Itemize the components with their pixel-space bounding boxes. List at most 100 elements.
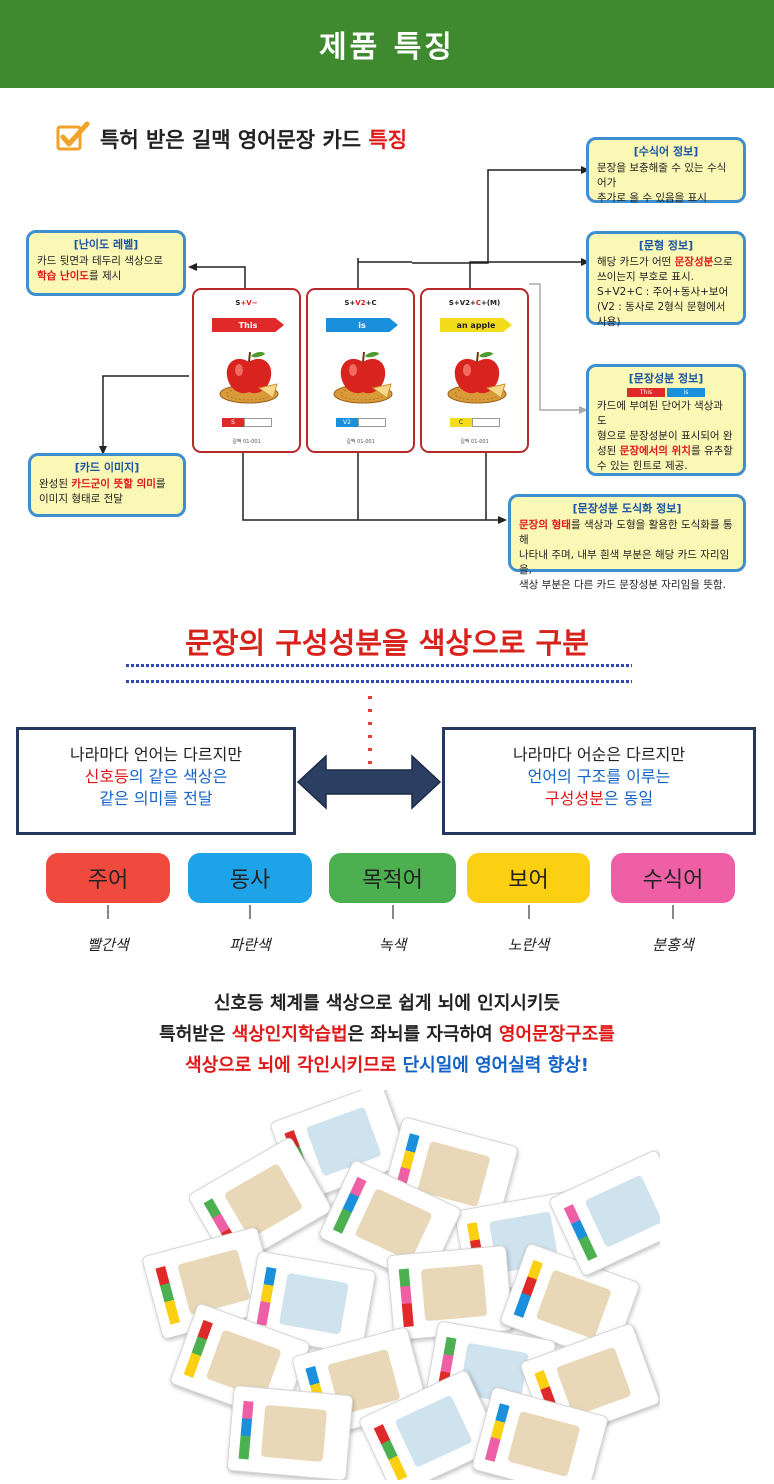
component-strip: C xyxy=(450,418,500,427)
pile-card-illustration xyxy=(260,1404,328,1462)
callout-pattern: [문형 정보] 해당 카드가 어떤 문장성분으로 쓰이는지 부호로 표시. S+… xyxy=(586,231,746,328)
callout-title: [문장성분 도식화 정보] xyxy=(572,502,682,515)
callout-text: 쓰이는지 부호로 표시. xyxy=(597,271,694,283)
card-formula: S+V2+C xyxy=(308,299,413,307)
pile-card-illustration xyxy=(420,1264,488,1322)
pile-card xyxy=(226,1384,354,1480)
callout-text: 수 있는 힌트로 제공. xyxy=(597,460,688,472)
callout-text: 추가로 올 수 있음을 표시 xyxy=(597,192,707,204)
callout-text: 를 xyxy=(155,478,166,490)
sentence-card: S+V2+C+(M) an apple C 길맥 01-001 xyxy=(420,288,529,453)
callout-modifier: [수식어 정보] 문장을 보충해줄 수 있는 수식어가 추가로 올 수 있음을 … xyxy=(586,137,746,204)
double-arrow-icon xyxy=(296,754,442,810)
pill-connector xyxy=(391,905,394,919)
callout-diagram: [문장성분 도식화 정보] 문장의 형태를 색상과 도형을 활용한 도식화를 통… xyxy=(508,494,746,591)
dotted-divider xyxy=(368,696,372,764)
callout-component: [문장성분 정보] This is 카드에 부여된 단어가 색상과 도 형으로 … xyxy=(586,364,746,476)
apple-icon xyxy=(447,351,507,404)
pile-card-illustration xyxy=(354,1188,433,1262)
word-ribbon: is xyxy=(326,318,398,332)
pile-card-strip xyxy=(238,1400,254,1460)
callout-highlight: 문장에서의 위치 xyxy=(619,445,691,457)
callout-text: 문장의 형태를 색상과 도형을 활용한 도식화를 통해 xyxy=(519,518,735,548)
strip-color xyxy=(358,418,386,427)
summary-highlight: 단시일에 영어실력 향상! xyxy=(402,1055,589,1076)
formula-part: C xyxy=(475,299,481,307)
box-line: 같은 의미를 전달 xyxy=(99,789,213,808)
feature-title-highlight: 특징 xyxy=(368,128,408,152)
callout-text: 이미지 형태로 전달 xyxy=(39,493,123,505)
component-pill: 목적어 xyxy=(329,853,456,903)
pile-card-illustration xyxy=(278,1272,349,1335)
callout-highlight: 학습 난이도 xyxy=(37,270,89,282)
box-line: 나라마다 언어는 다르지만 xyxy=(69,745,243,764)
component-pill: 보어 xyxy=(467,853,590,903)
box-line: 신호등의 같은 색상은 xyxy=(19,766,293,788)
strip-label: V2 xyxy=(336,418,358,427)
mini-ribbons: This is xyxy=(597,388,735,397)
strip-label: C xyxy=(450,418,472,427)
handwritten-color-name: 노란색 xyxy=(507,936,550,954)
summary-highlight: 영어문장구조를 xyxy=(498,1024,615,1045)
feature-title: 특허 받은 길맥 영어문장 카드 xyxy=(100,128,362,152)
pile-card-illustration xyxy=(535,1269,612,1340)
callout-text: 해당 카드가 어떤 문장성분으로 xyxy=(597,255,735,270)
box-highlight: 신호등 xyxy=(84,767,129,786)
pill-connector xyxy=(249,905,251,919)
callout-difficulty: [난이도 레벨] 카드 뒷면과 테두리 색상으로 학습 난이도를 제시 xyxy=(26,230,186,296)
summary-text: 특허받은 xyxy=(159,1024,232,1045)
callout-text: 해당 카드가 어떤 xyxy=(597,256,675,268)
callout-text: 를 제시 xyxy=(88,270,122,282)
formula-part: +V~ xyxy=(240,299,258,307)
apple-icon xyxy=(219,351,279,404)
mini-ribbon-verb: is xyxy=(667,388,705,397)
summary-paragraph: 신호등 체계를 색상으로 쉽게 뇌에 인지시키듯 특허받은 색상인지학습법은 좌… xyxy=(0,988,774,1081)
callout-text: 카드 뒷면과 테두리 색상으로 xyxy=(37,255,163,267)
callout-text: 를 유추할 xyxy=(690,445,733,457)
handwritten-color-name: 분홍색 xyxy=(652,936,694,954)
callout-text: 문장을 보충해줄 수 있는 수식어가 xyxy=(597,162,727,189)
summary-line: 신호등 체계를 색상으로 쉽게 뇌에 인지시키듯 xyxy=(214,993,560,1014)
callout-text: 완성된 카드군이 뜻할 의미를 xyxy=(39,477,175,492)
card-word: This xyxy=(238,320,258,330)
callout-text: 완성된 xyxy=(39,478,72,490)
card-word: is xyxy=(358,320,366,330)
pill-connector xyxy=(672,905,674,919)
box-line: 구성성분은 동일 xyxy=(445,788,753,810)
word-ribbon: This xyxy=(212,318,284,332)
formula-part: +(M) xyxy=(480,299,501,307)
box-line: 나라마다 어순은 다르지만 xyxy=(512,745,686,764)
formula-part: +C xyxy=(365,299,377,307)
callout-text: 나타내 주며, 내부 흰색 부분은 해당 카드 자리임을, xyxy=(519,549,730,576)
component-pill: 수식어 xyxy=(611,853,735,903)
pile-card-strip xyxy=(398,1268,414,1328)
callout-card-image: [카드 이미지] 완성된 카드군이 뜻할 의미를 이미지 형태로 전달 xyxy=(28,453,186,517)
connector-lines xyxy=(99,166,590,524)
callout-text: 성된 xyxy=(597,445,620,457)
callout-text: 성된 문장에서의 위치를 유추할 xyxy=(597,444,735,459)
card-word: an apple xyxy=(456,320,496,330)
handwritten-color-name: 파란색 xyxy=(229,936,271,954)
title-underline xyxy=(126,664,632,667)
callout-text: S+V2+C : 주어+동사+보어 xyxy=(597,286,729,298)
callout-text: 으로 xyxy=(713,256,733,268)
summary-highlight: 색상인지학습법 xyxy=(231,1024,348,1045)
card-formula: S+V~ xyxy=(194,299,299,307)
pile-card-strip xyxy=(484,1403,510,1462)
component-pill: 동사 xyxy=(188,853,312,903)
callout-text: 학습 난이도를 제시 xyxy=(37,269,175,284)
pile-card-illustration xyxy=(584,1174,660,1248)
component-strip: S xyxy=(222,418,272,427)
summary-line: 색상으로 뇌에 각인시키므로 단시일에 영어실력 향상! xyxy=(0,1050,774,1081)
callout-text: 카드에 부여된 단어가 색상과 도 xyxy=(597,400,723,427)
summary-text: 은 좌뇌를 자극하여 xyxy=(347,1024,499,1045)
pile-card-strip xyxy=(155,1266,181,1325)
handwritten-color-name: 녹색 xyxy=(378,936,407,954)
mini-ribbon-subject: This xyxy=(627,388,665,397)
formula-part: S+ xyxy=(344,299,356,307)
strip-color xyxy=(244,418,272,427)
callout-title: [카드 이미지] xyxy=(74,461,140,474)
pill-connector xyxy=(107,905,109,919)
word-ribbon: an apple xyxy=(440,318,512,332)
strip-label: S xyxy=(222,418,244,427)
